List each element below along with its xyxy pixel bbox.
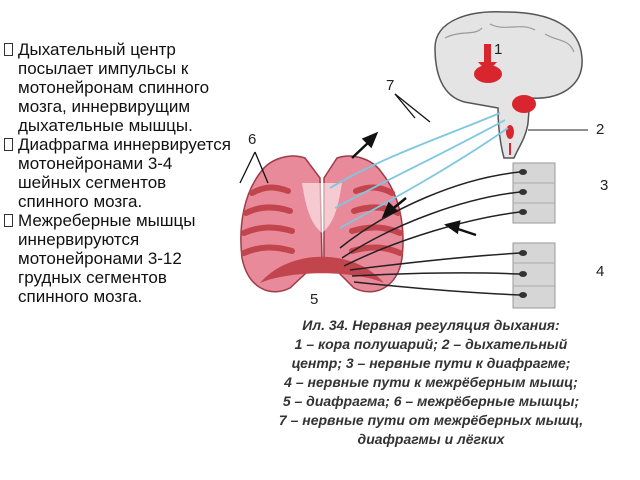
text-panel: Дыхательный центр посылает импульсы к мо… [4,40,236,306]
bullet-text: Межреберные мышцы иннервируются мотонейр… [18,211,196,306]
figure-caption: Ил. 34. Нервная регуляция дыхания: 1 – к… [246,316,616,449]
caption-line: Ил. 34. Нервная регуляция дыхания: [302,317,560,333]
respiratory-center [512,95,536,113]
brain [434,11,583,159]
label-6: 6 [248,131,256,148]
bullet-text: Диафрагма иннервируется мотонейронами 3-… [18,135,231,211]
label-2: 2 [596,121,604,138]
medulla-dot [506,125,514,139]
bullet-item: Межреберные мышцы иннервируются мотонейр… [4,211,236,306]
nerve-efferent-paths [339,171,521,296]
bullet-icon [4,214,13,227]
cortex-arrow [484,44,491,62]
bullet-icon [4,43,13,56]
nerve-afferent-paths [329,112,509,229]
direction-arrows [351,131,477,237]
caption-line: 7 – нервные пути от межрёберных мышц, [278,412,584,428]
label-4: 4 [596,263,604,280]
label-1: 1 [494,41,502,58]
label-5: 5 [310,291,318,308]
bullet-text: Дыхательный центр посылает импульсы к мо… [18,40,210,135]
caption-line: 1 – кора полушарий; 2 – дыхательный [294,336,568,352]
cortex-center [474,65,502,83]
caption-line: 4 – нервные пути к межрёберным мышц; [284,374,578,390]
label-7: 7 [386,77,394,94]
caption-line: диафрагмы и лёгких [357,431,505,447]
bullet-item: Дыхательный центр посылает импульсы к мо… [4,40,236,135]
respiration-diagram: 1 2 3 4 5 6 7 [239,11,608,309]
caption-line: 5 – диафрагма; 6 – межрёберные мышцы; [282,393,580,409]
label-3: 3 [600,177,608,194]
bullet-icon [4,138,13,151]
bullet-item: Диафрагма иннервируется мотонейронами 3-… [4,135,236,211]
caption-line: центр; 3 – нервные пути к диафрагме; [291,355,571,371]
